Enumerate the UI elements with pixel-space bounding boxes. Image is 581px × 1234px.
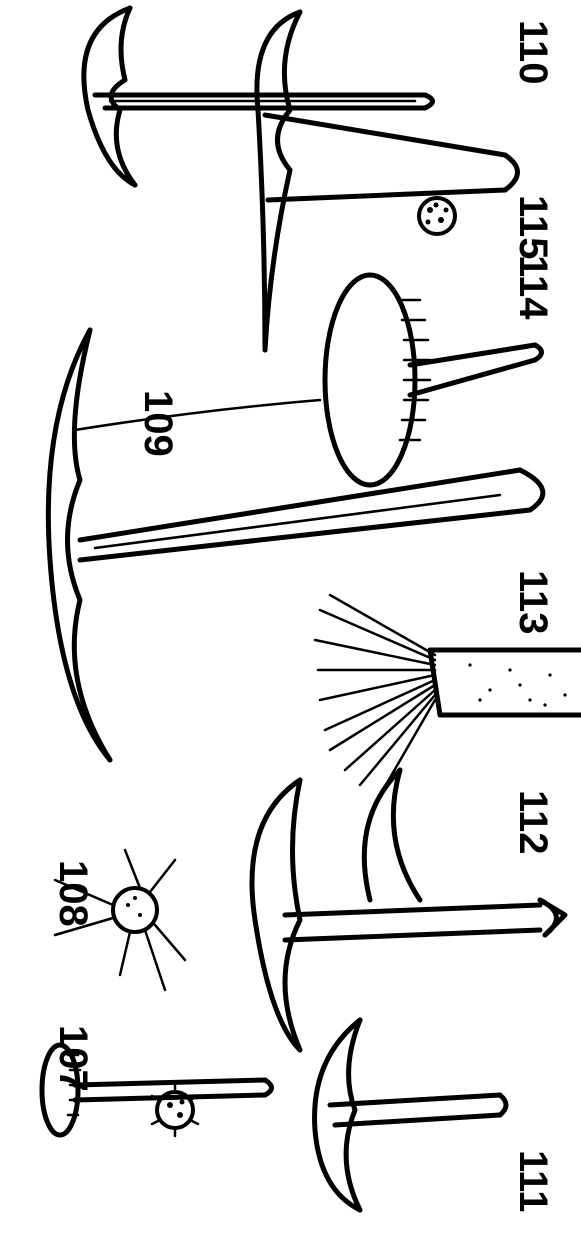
figure-number-112: 112 xyxy=(511,790,555,855)
figure-number-114: 114 xyxy=(511,255,555,320)
figure-115-mushroom xyxy=(257,12,518,350)
figure-number-109: 109 xyxy=(136,390,180,457)
figure-number-108: 108 xyxy=(51,860,95,927)
figure-number-115: 115 xyxy=(511,195,555,260)
figure-110-spore xyxy=(419,198,455,234)
figure-number-110: 110 xyxy=(511,20,555,85)
figure-111-mushroom xyxy=(315,1020,506,1210)
figure-114-mushroom xyxy=(325,275,542,485)
figure-number-113: 113 xyxy=(511,570,555,635)
figure-number-107: 107 xyxy=(51,1025,95,1092)
figure-number-111: 111 xyxy=(511,1150,555,1212)
figure-109-mushroom xyxy=(48,330,543,760)
figure-107-spore xyxy=(152,1084,198,1136)
